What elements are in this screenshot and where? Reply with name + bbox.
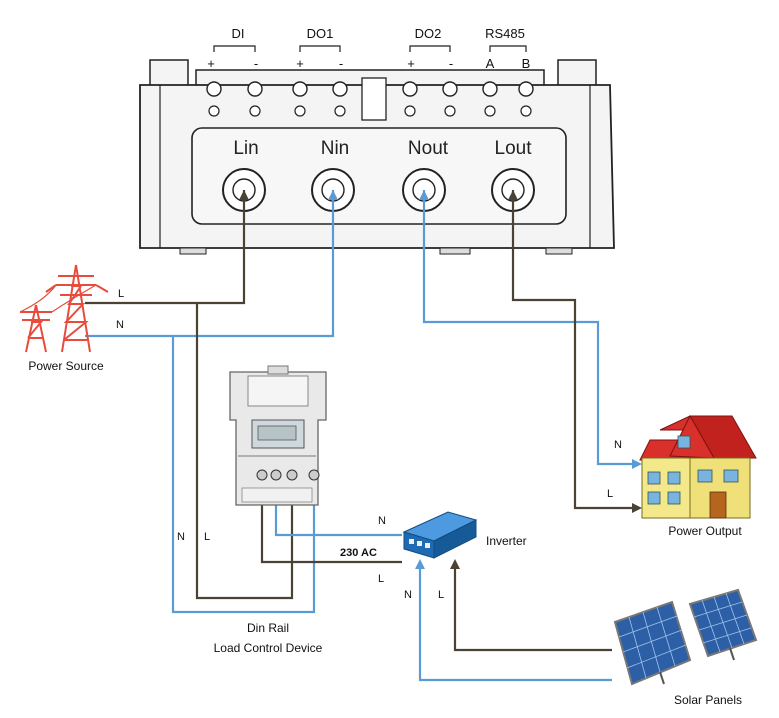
- group-label-do1: DO1: [307, 26, 334, 41]
- pin-label-do2-minus: -: [449, 56, 453, 71]
- arrow-inverter-n: [415, 559, 425, 569]
- energy-meter: DI DO1 DO2 RS485 + - + - + - A B Lin Nin…: [139, 26, 615, 255]
- power-source-label: Power Source: [28, 359, 104, 373]
- inverter-in-l-label: L: [378, 573, 384, 585]
- group-label-do2: DO2: [415, 26, 442, 41]
- wire-neutral-solar-inverter: [418, 565, 612, 682]
- pin-label-rs485-b: B: [522, 56, 531, 71]
- pin-label-do1-minus: -: [339, 56, 343, 71]
- pin-label-do1-plus: +: [296, 56, 304, 71]
- solar-panels-icon: [613, 588, 758, 686]
- inverter-label: Inverter: [486, 534, 527, 548]
- source-line-l-label: L: [118, 288, 124, 300]
- wire-neutral-load-loop: [171, 336, 316, 614]
- pylon-icon: [19, 264, 109, 353]
- wires: [85, 190, 642, 682]
- solar-panels-label: Solar Panels: [674, 693, 742, 707]
- pin-label-di-plus: +: [207, 56, 215, 71]
- load-device-label-line2: Load Control Device: [214, 641, 323, 655]
- pin-label-rs485-a: A: [486, 56, 495, 71]
- terminal-label-lin: Lin: [233, 138, 258, 159]
- house-icon: [639, 414, 757, 519]
- inverter-icon: [402, 511, 478, 559]
- inverter-dc-l-label: L: [438, 589, 444, 601]
- top-screw-row: [206, 81, 534, 117]
- wire-live-lout-house: [511, 190, 632, 510]
- house-line-l-label: L: [607, 488, 613, 500]
- arrow-lout: [508, 190, 518, 200]
- load-device-label-line1: Din Rail: [247, 621, 289, 635]
- inverter-in-n-label: N: [378, 515, 386, 527]
- pin-label-di-minus: -: [254, 56, 258, 71]
- wire-live-source-lin: [85, 190, 246, 305]
- wire-live-load-loop: [195, 303, 294, 600]
- din-rail-device: [229, 365, 327, 506]
- load-line-l-label: L: [204, 531, 210, 543]
- source-line-n-label: N: [116, 319, 124, 331]
- house-line-n-label: N: [614, 439, 622, 451]
- wire-neutral-nout-house: [422, 190, 632, 466]
- group-label-di: DI: [232, 26, 245, 41]
- load-line-n-label: N: [177, 531, 185, 543]
- power-output-label: Power Output: [668, 524, 742, 538]
- wire-neutral-source-nin: [85, 190, 335, 338]
- inverter-ac-label: 230 AC: [340, 547, 377, 559]
- arrow-house-l: [632, 503, 642, 513]
- arrow-house-n: [632, 459, 642, 469]
- terminal-label-nin: Nin: [321, 138, 350, 159]
- group-label-rs485: RS485: [485, 26, 525, 41]
- arrow-inverter-l: [450, 559, 460, 569]
- terminal-label-nout: Nout: [408, 138, 449, 159]
- inverter-dc-n-label: N: [404, 589, 412, 601]
- arrow-nin: [328, 190, 338, 200]
- arrow-nout: [419, 190, 429, 200]
- terminal-label-lout: Lout: [495, 138, 533, 159]
- pin-label-do2-plus: +: [407, 56, 415, 71]
- wire-live-solar-inverter: [453, 565, 612, 652]
- arrow-lin: [239, 190, 249, 200]
